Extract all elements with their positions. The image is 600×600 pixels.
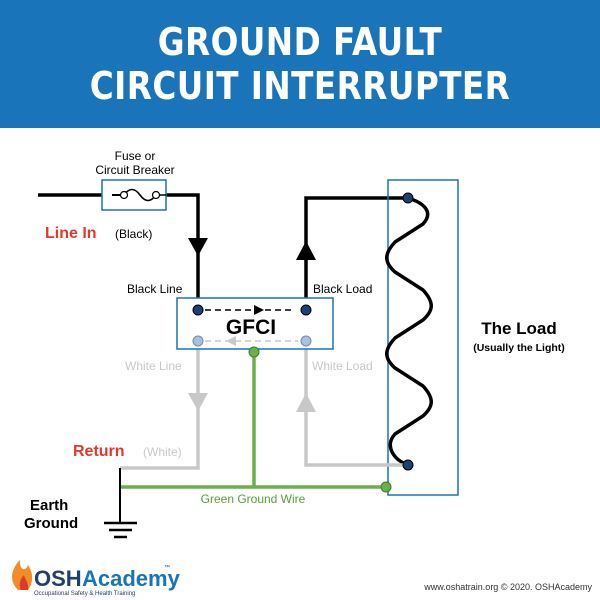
oshacademy-logo: OSH Academy ™ Occupational Safety & Heal… (12, 560, 181, 597)
green-ground-wire (120, 352, 386, 489)
gfci-black-load-terminal (300, 304, 312, 316)
black-line-wire (166, 193, 200, 307)
gfci-label: GFCI (226, 316, 276, 339)
load-ground-terminal (380, 481, 392, 493)
fuse-terminal-left (119, 190, 129, 200)
black-load-wire (304, 196, 408, 307)
title-line-2: CIRCUIT INTERRUPTER (89, 64, 511, 108)
load-top-terminal (402, 192, 414, 204)
white-line-wire (120, 341, 200, 470)
green-ground-wire-label: Green Ground Wire (201, 492, 306, 506)
white-load-label: White Load (312, 359, 373, 373)
black-line-arrow-icon (188, 238, 208, 256)
load-coil (385, 196, 433, 467)
flame-inner-icon (19, 575, 29, 590)
line-in-note: (Black) (115, 227, 152, 241)
logo-academy: Academy (82, 566, 181, 591)
fuse-label-line-2: Circuit Breaker (95, 163, 174, 177)
gfci-white-arrow-icon (226, 336, 236, 346)
load-box (387, 179, 459, 496)
load-bottom-terminal (402, 459, 414, 471)
title-banner: GROUND FAULT CIRCUIT INTERRUPTER (0, 0, 600, 128)
footer-credit: www.oshatrain.org © 2020. OSHAcademy (423, 582, 592, 592)
gfci-black-arrow-icon (254, 305, 264, 315)
logo-osh: OSH (34, 566, 82, 591)
earth-ground-icon (104, 521, 137, 539)
line-in-label: Line In (45, 225, 97, 242)
return-label: Return (73, 443, 125, 460)
title-line-1: GROUND FAULT (157, 20, 443, 64)
white-line-arrow-icon (188, 393, 208, 411)
gfci-black-line-terminal (192, 304, 204, 316)
load-label: The Load (481, 319, 557, 338)
gfci-ground-terminal (248, 346, 260, 358)
white-load-arrow-icon (296, 393, 316, 412)
black-load-label: Black Load (313, 282, 372, 296)
logo-tagline: Occupational Safety & Health Training (34, 591, 135, 597)
load-note: (Usually the Light) (473, 342, 565, 354)
return-note: (White) (143, 445, 182, 459)
black-line-label: Black Line (127, 282, 183, 296)
fuse-element-icon (123, 188, 166, 202)
black-load-arrow-icon (296, 241, 316, 260)
fuse-label-line-1: Fuse or (115, 149, 156, 163)
gfci-white-line-terminal (192, 335, 204, 347)
ground-label: Ground (24, 515, 78, 532)
gfci-white-load-terminal (300, 335, 312, 347)
fuse-terminal-right (151, 190, 161, 200)
white-load-wire (304, 341, 408, 467)
earth-label: Earth (30, 497, 68, 514)
logo-trademark: ™ (164, 564, 170, 571)
white-line-label: White Line (125, 359, 182, 373)
